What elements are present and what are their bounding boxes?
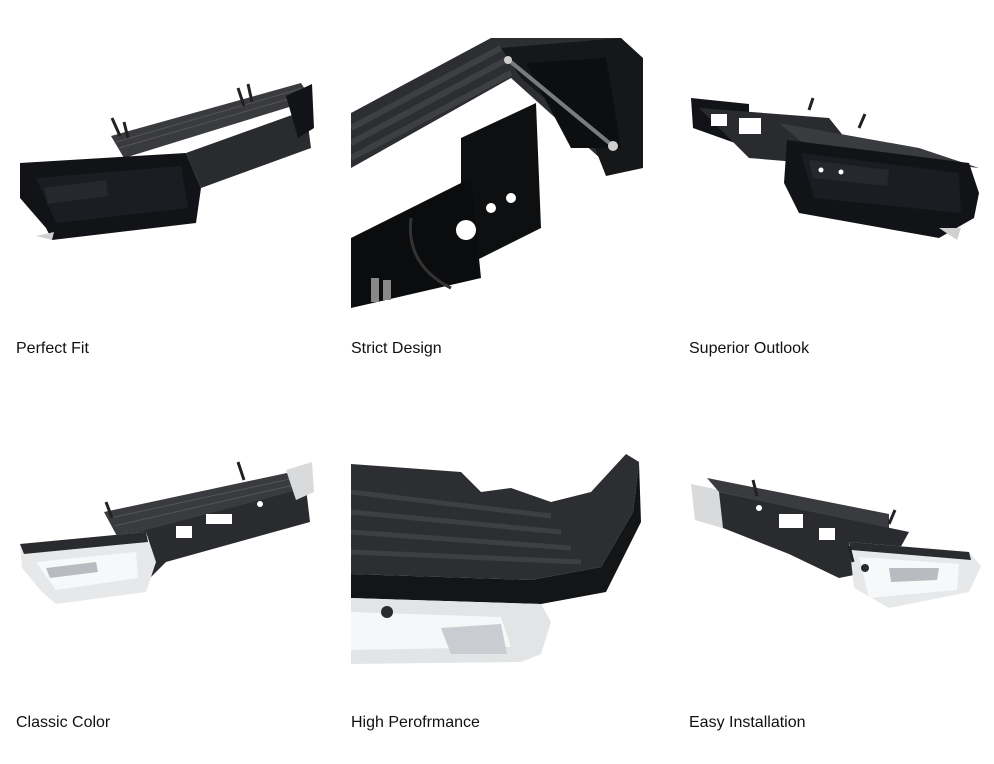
bumper-image-high-performance — [351, 392, 651, 682]
feature-caption: Classic Color — [16, 714, 111, 731]
bumper-image-classic-color — [16, 392, 316, 682]
bumper-image-perfect-fit — [16, 18, 316, 308]
feature-caption: High Perofrmance — [351, 714, 480, 731]
feature-caption: Perfect Fit — [16, 340, 89, 357]
bumper-image-superior-outlook — [689, 18, 989, 308]
feature-caption: Strict Design — [351, 340, 442, 357]
bumper-image-strict-design — [351, 18, 651, 308]
bumper-image-easy-installation — [689, 392, 989, 682]
feature-caption: Superior Outlook — [689, 340, 810, 357]
feature-caption: Easy Installation — [689, 714, 806, 731]
